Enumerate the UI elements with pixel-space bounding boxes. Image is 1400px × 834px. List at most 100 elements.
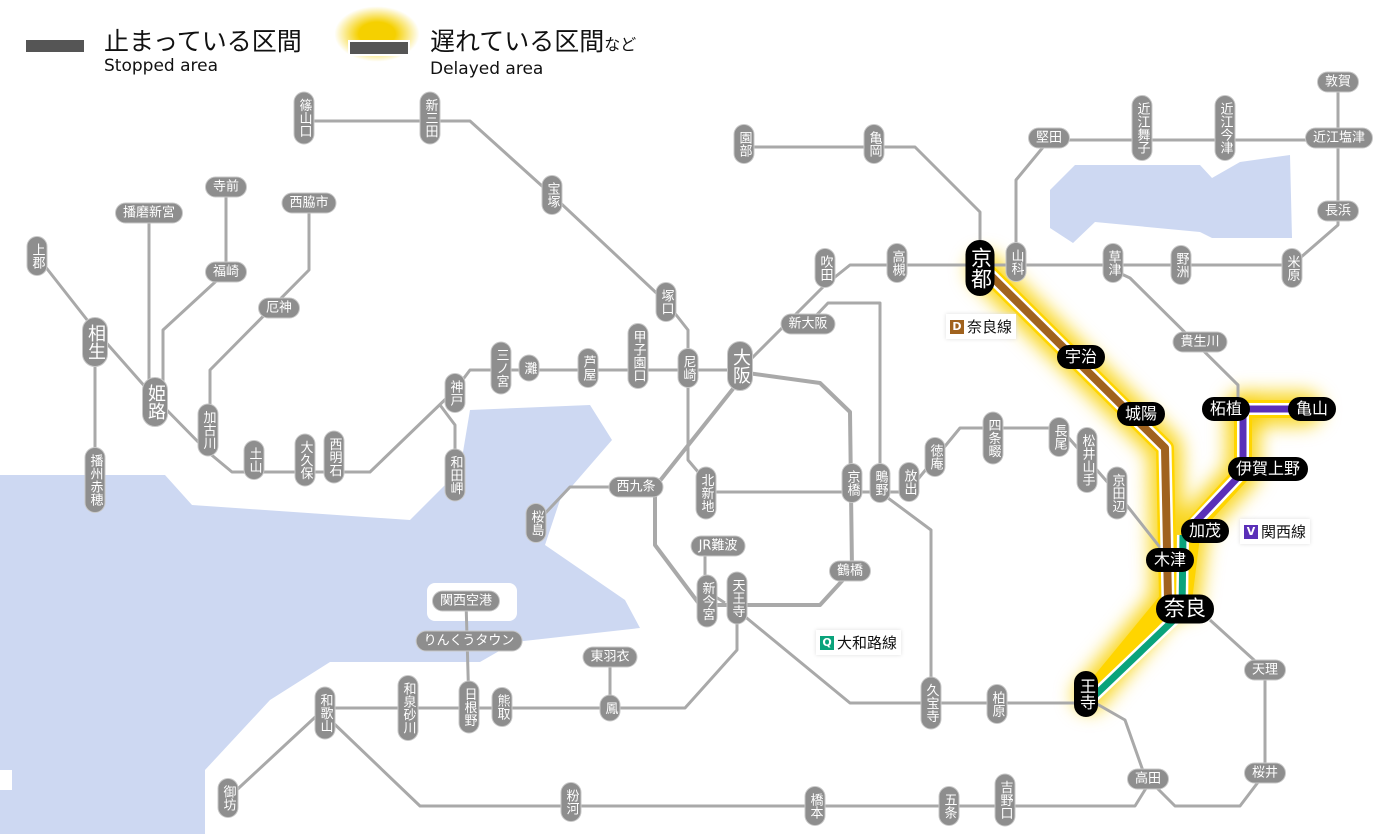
legend-delayed: 遅れている区間など Delayed area — [334, 6, 636, 79]
station-yasu[interactable]: 野洲 — [1170, 245, 1192, 285]
station-kumatori[interactable]: 熊取 — [491, 687, 513, 727]
station-takarazuka[interactable]: 宝塚 — [541, 175, 563, 215]
station-omimaiko[interactable]: 近江舞子 — [1131, 95, 1153, 161]
station-koshienguchi[interactable]: 甲子園口 — [627, 323, 649, 389]
station-oji[interactable]: 王寺 — [1074, 671, 1098, 717]
station-sonobe[interactable]: 園部 — [733, 124, 755, 164]
station-uji[interactable]: 宇治 — [1056, 345, 1106, 369]
station-okubo[interactable]: 大久保 — [294, 433, 316, 487]
yamatoji-line-code: Q — [820, 635, 834, 650]
station-suita[interactable]: 吹田 — [814, 248, 836, 288]
station-osaka[interactable]: 大阪 — [727, 341, 753, 391]
lake-biwa — [1050, 155, 1292, 243]
station-matsuiyamate[interactable]: 松井山手 — [1076, 427, 1098, 493]
station-kamigori[interactable]: 上郡 — [26, 236, 48, 276]
station-tsuruga[interactable]: 敦賀 — [1316, 71, 1360, 93]
station-kyuhoji[interactable]: 久宝寺 — [920, 676, 942, 730]
station-izumisunagawa[interactable]: 和泉砂川 — [397, 675, 419, 741]
station-kashiwara[interactable]: 柏原 — [986, 684, 1008, 724]
station-nishikujo[interactable]: 西九条 — [608, 476, 664, 498]
station-nara[interactable]: 奈良 — [1156, 594, 1214, 624]
station-gojo[interactable]: 五条 — [938, 786, 960, 826]
station-gobo[interactable]: 御坊 — [217, 778, 239, 818]
station-sannomiya[interactable]: 三ノ宮 — [490, 341, 512, 395]
station-omishiotsu[interactable]: 近江塩津 — [1304, 127, 1374, 149]
station-kameyama[interactable]: 亀山 — [1287, 397, 1337, 421]
station-wakayama[interactable]: 和歌山 — [314, 686, 336, 740]
station-katata[interactable]: 堅田 — [1027, 127, 1071, 149]
station-maibara[interactable]: 米原 — [1281, 248, 1303, 288]
nara-line-badge[interactable]: D 奈良線 — [946, 314, 1017, 339]
station-yakujin[interactable]: 厄神 — [257, 297, 301, 319]
station-yamashina[interactable]: 山科 — [1005, 242, 1027, 282]
station-kyotanabe[interactable]: 京田辺 — [1106, 466, 1128, 520]
station-himeji[interactable]: 姫路 — [142, 377, 168, 427]
station-teramae[interactable]: 寺前 — [204, 176, 248, 198]
station-amagasaki[interactable]: 尼崎 — [677, 348, 699, 388]
station-tenri[interactable]: 天理 — [1243, 659, 1287, 681]
station-hinenoo[interactable]: 日根野 — [458, 680, 480, 734]
station-sasayamaguchi[interactable]: 篠山口 — [293, 91, 315, 145]
station-nishiwakishi[interactable]: 西脇市 — [281, 192, 337, 214]
station-tsuge[interactable]: 柘植 — [1201, 397, 1251, 421]
station-rinku[interactable]: りんくうタウン — [415, 630, 523, 652]
osaka-higashi-line — [806, 301, 933, 703]
yamatoji-line-badge[interactable]: Q 大和路線 — [816, 630, 902, 655]
gakkentoshi-line — [907, 426, 1172, 561]
station-takada[interactable]: 高田 — [1126, 768, 1170, 790]
station-sakurai[interactable]: 桜井 — [1243, 762, 1287, 784]
station-nada[interactable]: 灘 — [518, 354, 540, 382]
station-hashimoto[interactable]: 橋本 — [804, 786, 826, 826]
station-kamo[interactable]: 加茂 — [1180, 519, 1230, 543]
station-joyo[interactable]: 城陽 — [1116, 402, 1166, 426]
station-hanaten[interactable]: 放出 — [898, 462, 920, 502]
station-kokawa[interactable]: 粉河 — [560, 782, 582, 822]
station-nishiakashi[interactable]: 西明石 — [323, 430, 345, 484]
station-kyoto[interactable]: 京都 — [965, 240, 995, 296]
station-otori[interactable]: 鳳 — [599, 694, 621, 722]
legend-delayed-en: Delayed area — [430, 59, 544, 79]
station-kizu[interactable]: 木津 — [1145, 548, 1195, 572]
delay-glow — [968, 253, 1322, 712]
station-shinimamiya[interactable]: 新今宮 — [696, 574, 718, 628]
kansai-line-code: V — [1244, 524, 1258, 539]
station-kibukawa[interactable]: 貴生川 — [1172, 331, 1228, 353]
station-takatsuki[interactable]: 高槻 — [886, 243, 908, 283]
kansai-line-badge[interactable]: V 関西線 — [1240, 519, 1311, 544]
station-shinsanda[interactable]: 新三田 — [419, 91, 441, 145]
station-kakogawa[interactable]: 加古川 — [197, 403, 219, 457]
station-omiimazu[interactable]: 近江今津 — [1214, 95, 1236, 161]
station-kyobashi[interactable]: 京橋 — [841, 463, 863, 503]
station-shijonawate[interactable]: 四条畷 — [982, 411, 1004, 465]
station-kusatsu[interactable]: 草津 — [1102, 243, 1124, 283]
station-tsuchiyama[interactable]: 土山 — [243, 440, 265, 480]
station-tsukaguchi[interactable]: 塚口 — [655, 282, 677, 322]
station-nagao[interactable]: 長尾 — [1048, 417, 1070, 457]
station-ashiya[interactable]: 芦屋 — [577, 348, 599, 388]
station-igaueno[interactable]: 伊賀上野 — [1227, 457, 1309, 481]
station-shigino[interactable]: 鴫野 — [869, 463, 891, 503]
station-nagahama[interactable]: 長浜 — [1316, 200, 1360, 222]
station-aioi[interactable]: 相生 — [82, 317, 108, 367]
station-banshuako[interactable]: 播州赤穂 — [84, 447, 106, 513]
station-tsuruhashi[interactable]: 鶴橋 — [828, 560, 872, 582]
station-tennoji[interactable]: 天王寺 — [726, 571, 748, 625]
station-wadamisaki[interactable]: 和田岬 — [444, 448, 466, 502]
station-harimashingu[interactable]: 播磨新宮 — [114, 202, 184, 224]
station-kanku[interactable]: 関西空港 — [431, 590, 501, 612]
station-jrnamba[interactable]: JR難波 — [690, 535, 746, 557]
station-kitashinchi[interactable]: 北新地 — [695, 466, 717, 520]
station-yoshinoguchi[interactable]: 吉野口 — [994, 773, 1016, 827]
bantan-line — [161, 187, 228, 402]
coast-land — [0, 770, 12, 790]
station-tokuan[interactable]: 徳庵 — [924, 437, 946, 477]
station-shinosaka[interactable]: 新大阪 — [780, 313, 836, 335]
legend-stopped-ja: 止まっている区間 — [104, 27, 302, 56]
station-sakurajima[interactable]: 桜島 — [525, 503, 547, 543]
station-kobe[interactable]: 神戸 — [444, 373, 466, 413]
station-higashihagoromo[interactable]: 東羽衣 — [582, 646, 638, 668]
loop-line — [653, 370, 854, 607]
station-fukusaki[interactable]: 福崎 — [204, 261, 248, 283]
yamatoji-gray — [736, 608, 1090, 705]
station-kameoka[interactable]: 亀岡 — [863, 124, 885, 164]
